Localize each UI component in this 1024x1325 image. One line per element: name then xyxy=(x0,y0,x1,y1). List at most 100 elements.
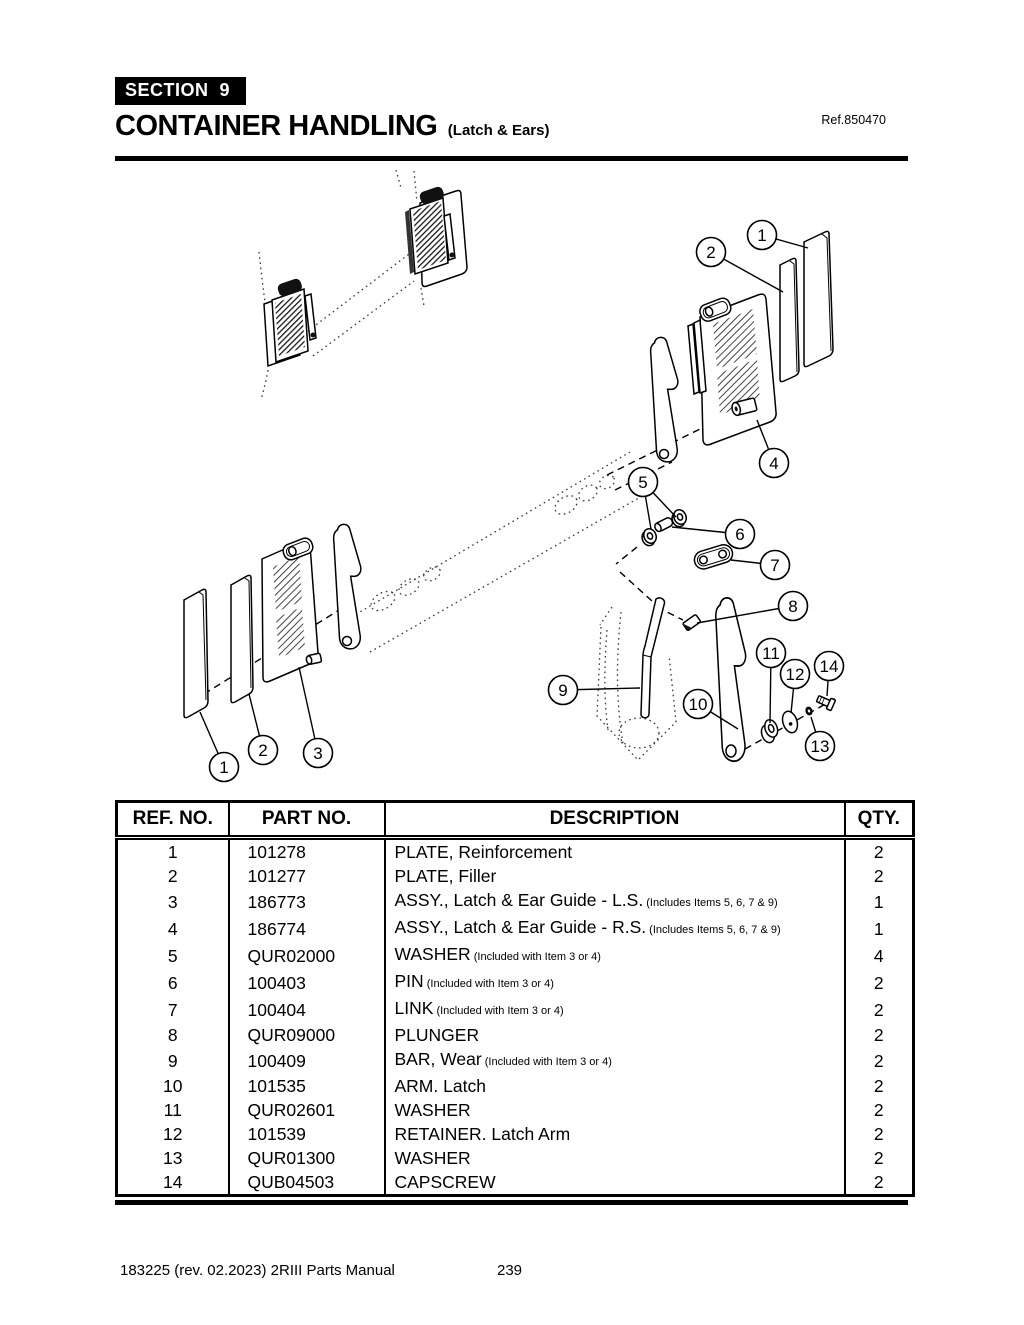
header-rule xyxy=(115,156,908,161)
svg-text:9: 9 xyxy=(558,681,567,700)
svg-text:12: 12 xyxy=(786,665,805,684)
description-note: (Included with Item 3 or 4) xyxy=(433,1005,564,1017)
col-part-no: PART NO. xyxy=(227,801,386,840)
description-note: (Included with Item 3 or 4) xyxy=(423,978,554,990)
qty-cell: 2 xyxy=(843,1146,915,1170)
description-cell: LINK (Included with Item 3 or 4) xyxy=(383,996,846,1023)
svg-text:4: 4 xyxy=(769,454,778,473)
svg-text:8: 8 xyxy=(788,597,797,616)
part-no-cell: 101277 xyxy=(227,864,386,888)
section-badge: SECTION 9 xyxy=(115,77,247,105)
callout-6: 6 xyxy=(671,518,756,550)
qty-cell: 1 xyxy=(843,915,915,942)
description-note: (Included with Item 3 or 4) xyxy=(470,951,601,963)
part-no-cell: QUR02000 xyxy=(227,942,386,969)
part-no-cell: 186774 xyxy=(227,915,386,942)
part-no-cell: 100409 xyxy=(227,1047,386,1074)
title-row: CONTAINER HANDLING (Latch & Ears) xyxy=(115,110,550,143)
table-header-row: REF. NO. PART NO. DESCRIPTION QTY. xyxy=(115,801,915,840)
description-cell: RETAINER. Latch Arm xyxy=(383,1122,846,1146)
ref-no-cell: 13 xyxy=(115,1146,230,1170)
latch-arm-group xyxy=(596,596,836,763)
callout-2: 2 xyxy=(695,236,784,293)
ref-no-cell: 9 xyxy=(115,1047,230,1074)
callout-5: 5 xyxy=(627,466,677,530)
frame-rail-dotted xyxy=(258,169,659,653)
qty-cell: 4 xyxy=(843,942,915,969)
ref-no-cell: 2 xyxy=(115,864,230,888)
svg-text:10: 10 xyxy=(689,695,708,714)
assembled-guides xyxy=(263,186,468,368)
qty-cell: 2 xyxy=(843,1170,915,1194)
ref-no-cell: 4 xyxy=(115,915,230,942)
callout-1: 1 xyxy=(746,219,809,251)
description-cell: BAR, Wear (Included with Item 3 or 4) xyxy=(383,1047,846,1074)
description-cell: WASHER (Included with Item 3 or 4) xyxy=(383,942,846,969)
col-description: DESCRIPTION xyxy=(383,801,846,840)
callout-9: 9 xyxy=(547,674,641,706)
callout-10: 10 xyxy=(682,688,739,730)
ref-no-cell: 6 xyxy=(115,969,230,996)
part-no-cell: QUR01300 xyxy=(227,1146,386,1170)
callout-14: 14 xyxy=(813,650,845,697)
reference-number: Ref.850470 xyxy=(821,113,886,127)
part-no-cell: 101535 xyxy=(227,1074,386,1098)
description-cell: PIN (Included with Item 3 or 4) xyxy=(383,969,846,996)
col-qty: QTY. xyxy=(843,801,915,840)
page-title: CONTAINER HANDLING xyxy=(115,110,438,142)
footer-rule xyxy=(115,1200,908,1205)
description-note: (Includes Items 5, 6, 7 & 9) xyxy=(646,924,781,936)
callout-8: 8 xyxy=(696,590,809,624)
parts-table: REF. NO. PART NO. DESCRIPTION QTY. 1 1012… xyxy=(115,800,915,1197)
part-no-cell: QUR09000 xyxy=(227,1023,386,1047)
svg-text:5: 5 xyxy=(638,473,647,492)
svg-text:1: 1 xyxy=(219,758,228,777)
qty-cell: 2 xyxy=(843,1047,915,1074)
callout-3: 3 xyxy=(298,666,334,769)
part-no-cell: 100403 xyxy=(227,969,386,996)
svg-text:7: 7 xyxy=(770,556,779,575)
qty-cell: 1 xyxy=(843,888,915,915)
qty-cell: 2 xyxy=(843,837,915,864)
svg-text:11: 11 xyxy=(762,644,780,663)
svg-text:13: 13 xyxy=(811,737,830,756)
callout-12: 12 xyxy=(779,658,811,714)
part-no-cell: QUR02601 xyxy=(227,1098,386,1122)
table-spacer-row xyxy=(115,1194,915,1196)
description-note: (Includes Items 5, 6, 7 & 9) xyxy=(643,897,778,909)
ref-no-cell: 11 xyxy=(115,1098,230,1122)
footer-manual-info: 183225 (rev. 02.2023) 2RIII Parts Manual xyxy=(120,1262,395,1279)
ref-no-cell: 8 xyxy=(115,1023,230,1047)
qty-cell: 2 xyxy=(843,864,915,888)
description-cell: PLATE, Reinforcement xyxy=(383,837,846,864)
callout-4: 4 xyxy=(756,419,790,479)
description-cell: ASSY., Latch & Ear Guide - R.S. (Include… xyxy=(383,915,846,942)
description-cell: WASHER xyxy=(383,1146,846,1170)
part-no-cell: 101539 xyxy=(227,1122,386,1146)
part-no-cell: 100404 xyxy=(227,996,386,1023)
description-cell: WASHER xyxy=(383,1098,846,1122)
svg-text:14: 14 xyxy=(820,657,839,676)
svg-text:2: 2 xyxy=(258,741,267,760)
page-subtitle: (Latch & Ears) xyxy=(447,122,550,139)
callout-2: 2 xyxy=(247,693,279,766)
qty-cell: 2 xyxy=(843,1023,915,1047)
qty-cell: 2 xyxy=(843,1122,915,1146)
callout-7: 7 xyxy=(730,549,791,581)
qty-cell: 2 xyxy=(843,1074,915,1098)
col-ref-no: REF. NO. xyxy=(115,801,230,840)
description-cell: ARM. Latch xyxy=(383,1074,846,1098)
svg-text:2: 2 xyxy=(706,243,715,262)
ref-no-cell: 12 xyxy=(115,1122,230,1146)
qty-cell: 2 xyxy=(843,1098,915,1122)
